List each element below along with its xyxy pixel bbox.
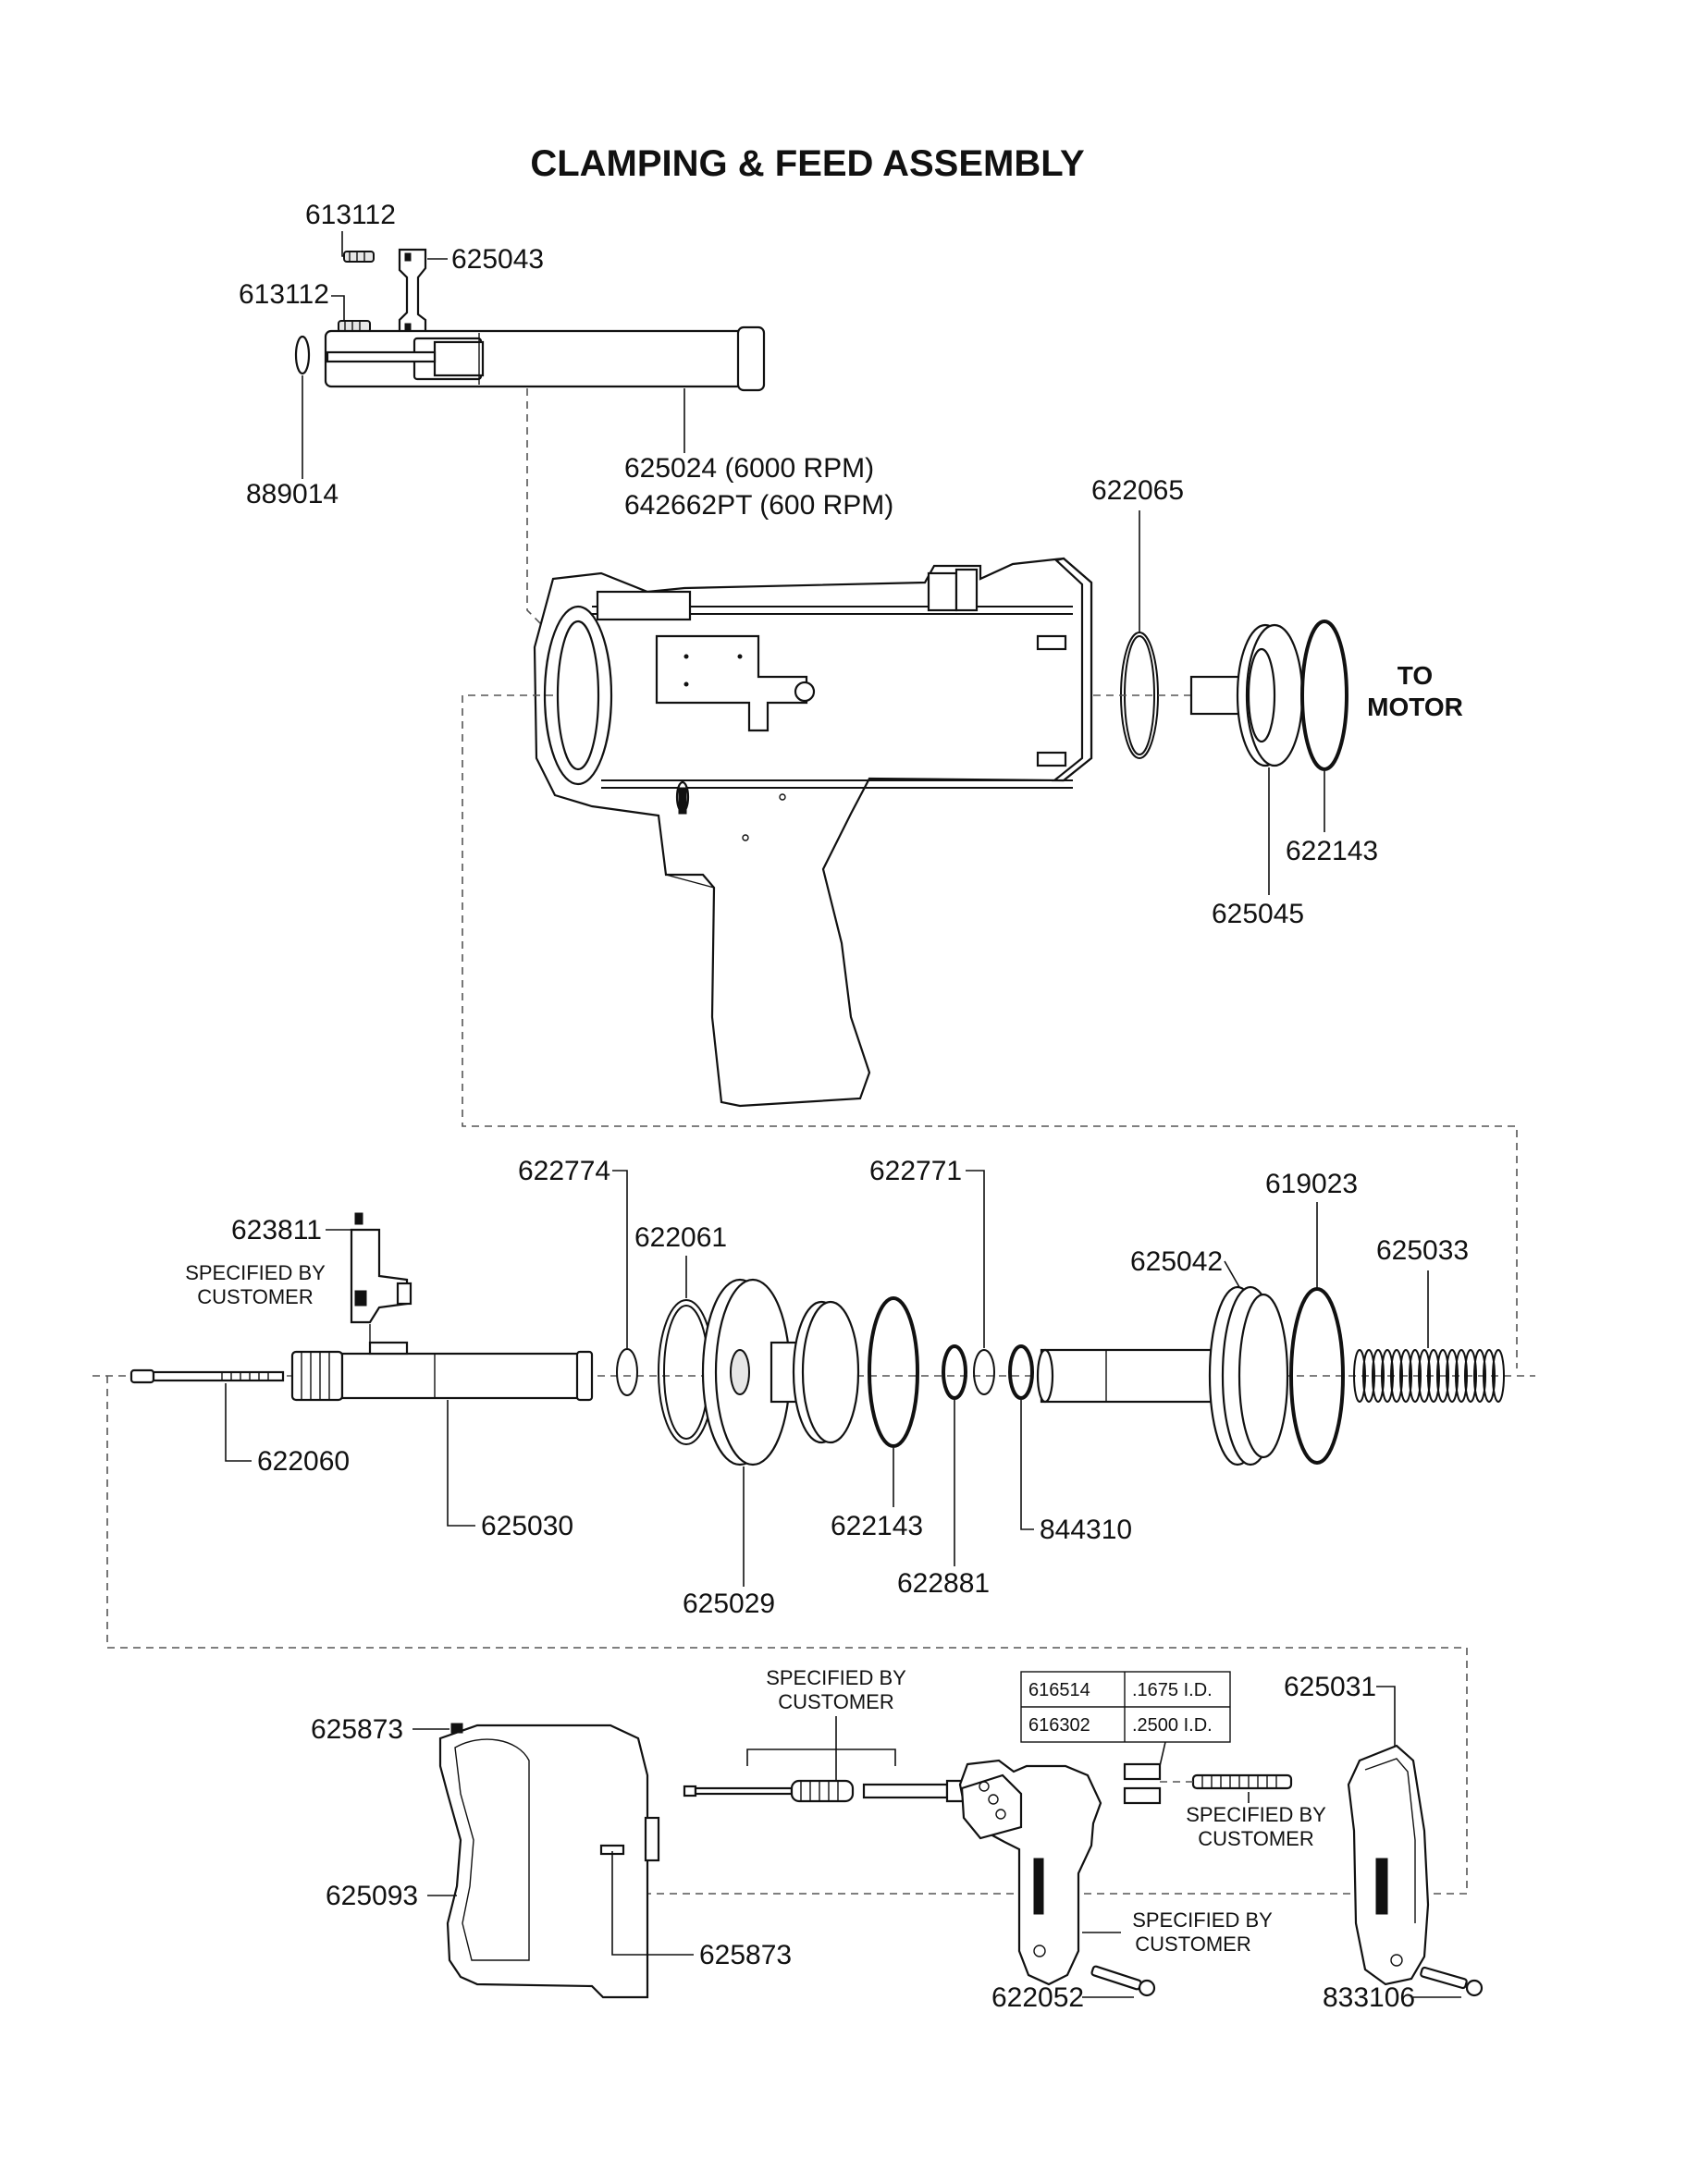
label-622881: 622881	[897, 1568, 990, 1599]
label-613112-top: 613112	[305, 200, 396, 230]
oring-844310	[1008, 1344, 1034, 1400]
label-to-motor-1: TO	[1398, 661, 1433, 690]
piston-625042	[1036, 1285, 1289, 1466]
label-625873-top: 625873	[311, 1714, 403, 1745]
label-622052: 622052	[991, 1982, 1084, 2013]
oring-622143-mid	[868, 1296, 919, 1448]
label-625042: 625042	[1130, 1246, 1223, 1277]
label-spec-3a: SPECIFIED BY	[1186, 1803, 1326, 1826]
label-spec-2b: CUSTOMER	[778, 1690, 894, 1713]
label-625031: 625031	[1284, 1672, 1376, 1702]
label-622061: 622061	[634, 1222, 727, 1253]
label-642662pt: 642662PT (600 RPM)	[624, 490, 893, 521]
label-spec-3b: CUSTOMER	[1198, 1827, 1314, 1850]
label-622143-mid: 622143	[831, 1511, 923, 1541]
oring-622881	[942, 1344, 967, 1400]
table-size-2: .2500 I.D.	[1132, 1715, 1213, 1736]
label-625029: 625029	[683, 1589, 775, 1619]
label-622774: 622774	[518, 1156, 610, 1186]
screw-833106	[1420, 1966, 1484, 1997]
label-spec-4b: CUSTOMER	[1135, 1932, 1251, 1956]
label-619023: 619023	[1265, 1169, 1358, 1199]
label-spec-2a: SPECIFIED BY	[766, 1666, 906, 1689]
label-622143-top: 622143	[1286, 836, 1378, 866]
clamp-block-622052	[958, 1759, 1162, 1986]
seal-889014	[294, 335, 311, 375]
screw-613112-top	[343, 251, 375, 263]
label-833106: 833106	[1323, 1982, 1415, 2013]
small-spring	[1191, 1773, 1293, 1790]
nose-housing-625093	[438, 1723, 660, 1999]
oring-622143-top	[1300, 620, 1348, 771]
label-625045: 625045	[1212, 899, 1304, 929]
table-part-1: 616514	[1028, 1680, 1090, 1700]
label-625030: 625030	[481, 1511, 573, 1541]
label-spec-4a: SPECIFIED BY	[1132, 1908, 1273, 1932]
label-625873-bot: 625873	[699, 1940, 792, 1970]
piston-625029	[701, 1278, 860, 1466]
label-844310: 844310	[1040, 1515, 1132, 1545]
piston-625045	[1189, 623, 1304, 767]
label-613112-mid: 613112	[239, 279, 329, 310]
label-625033: 625033	[1376, 1235, 1469, 1266]
table-part-2: 616302	[1028, 1715, 1090, 1736]
housing-body	[533, 557, 1093, 1108]
cylinder-625024	[324, 325, 766, 392]
drill-bit-assembly	[683, 1779, 982, 1803]
spindle-625030	[290, 1341, 594, 1402]
spring-625033	[1353, 1349, 1505, 1403]
screw-622060	[129, 1368, 285, 1384]
page-title: CLAMPING & FEED ASSEMBLY	[530, 143, 1085, 184]
ring-622771	[973, 1349, 995, 1395]
label-622771: 622771	[869, 1156, 962, 1186]
ring-622774	[616, 1348, 638, 1396]
clamp-jaw-625031	[1347, 1744, 1430, 1986]
clamp-arm-623811	[350, 1212, 413, 1324]
screw-622052	[1090, 1965, 1156, 1997]
label-889014: 889014	[246, 479, 339, 509]
label-623811: 623811	[231, 1215, 322, 1245]
label-622060: 622060	[257, 1446, 350, 1477]
label-spec-1a: SPECIFIED BY	[185, 1261, 326, 1284]
label-spec-1b: CUSTOMER	[197, 1285, 314, 1308]
clamp-625043	[398, 248, 427, 338]
label-625043: 625043	[451, 244, 544, 275]
label-625093: 625093	[326, 1881, 418, 1911]
label-625024: 625024 (6000 RPM)	[624, 453, 874, 484]
label-622065: 622065	[1091, 475, 1184, 506]
bushing-table: 616514 .1675 I.D. 616302 .2500 I.D.	[1020, 1671, 1231, 1743]
label-to-motor-2: MOTOR	[1367, 693, 1463, 721]
table-size-1: .1675 I.D.	[1132, 1680, 1213, 1700]
